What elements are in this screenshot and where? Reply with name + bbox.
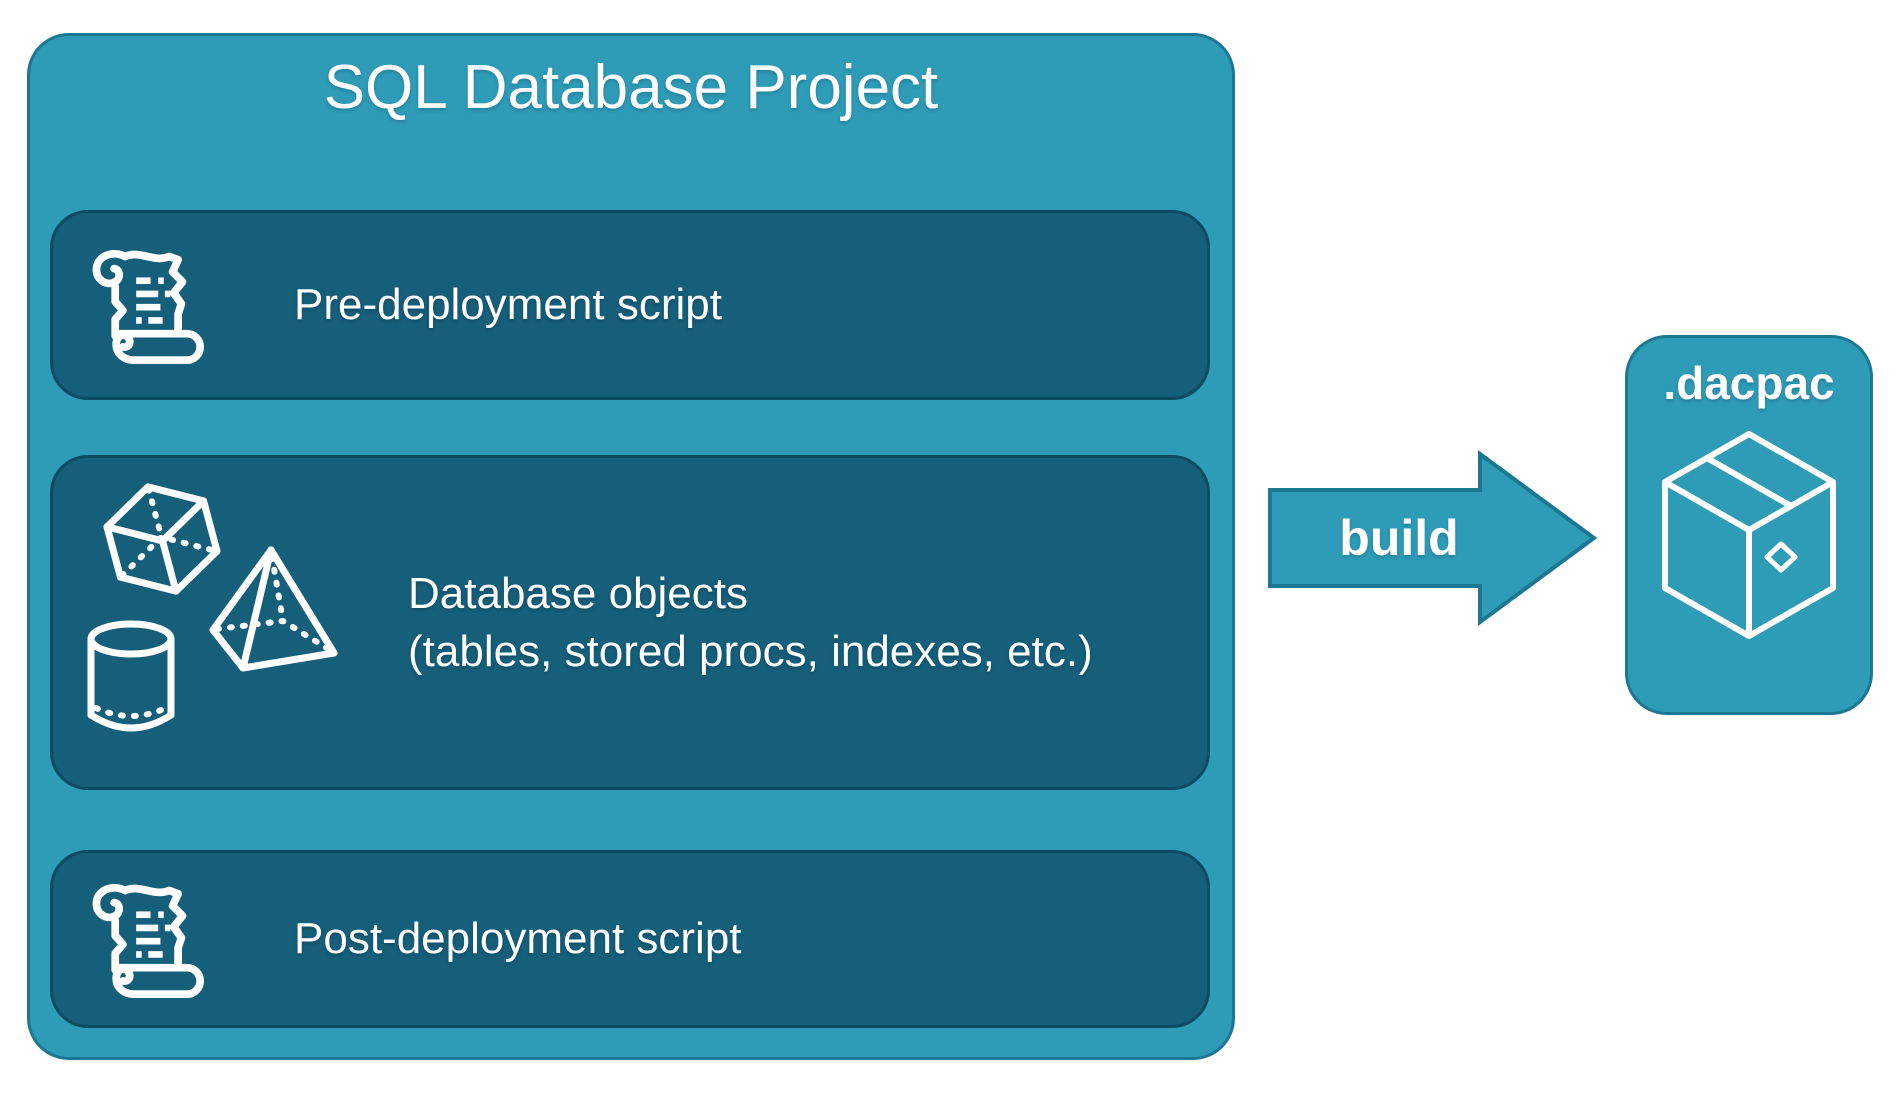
pyramid-icon <box>209 546 338 672</box>
scroll-icon <box>92 884 205 999</box>
pre-deployment-script-box: Pre-deployment script <box>50 210 1210 400</box>
database-objects-label: Database objects (tables, stored procs, … <box>408 565 1093 679</box>
dacpac-output-box: .dacpac <box>1625 335 1873 715</box>
post-deployment-script-label: Post-deployment script <box>294 914 742 964</box>
database-objects-box: Database objects (tables, stored procs, … <box>50 455 1210 790</box>
post-deployment-script-box: Post-deployment script <box>50 850 1210 1028</box>
database-shapes-icon <box>87 483 338 732</box>
package-icon <box>1662 431 1836 639</box>
cube-icon <box>103 483 221 595</box>
pre-deployment-script-label: Pre-deployment script <box>294 280 722 330</box>
dacpac-label: .dacpac <box>1663 357 1835 409</box>
right-arrow-icon <box>1268 450 1598 626</box>
project-title: SQL Database Project <box>323 53 939 122</box>
database-objects-label-line2: (tables, stored procs, indexes, etc.) <box>408 626 1093 676</box>
cylinder-icon <box>87 620 175 732</box>
database-objects-label-line1: Database objects <box>408 569 748 619</box>
build-arrow-label: build <box>1339 510 1459 566</box>
scroll-icon <box>92 250 205 365</box>
build-arrow: build <box>1262 450 1602 628</box>
